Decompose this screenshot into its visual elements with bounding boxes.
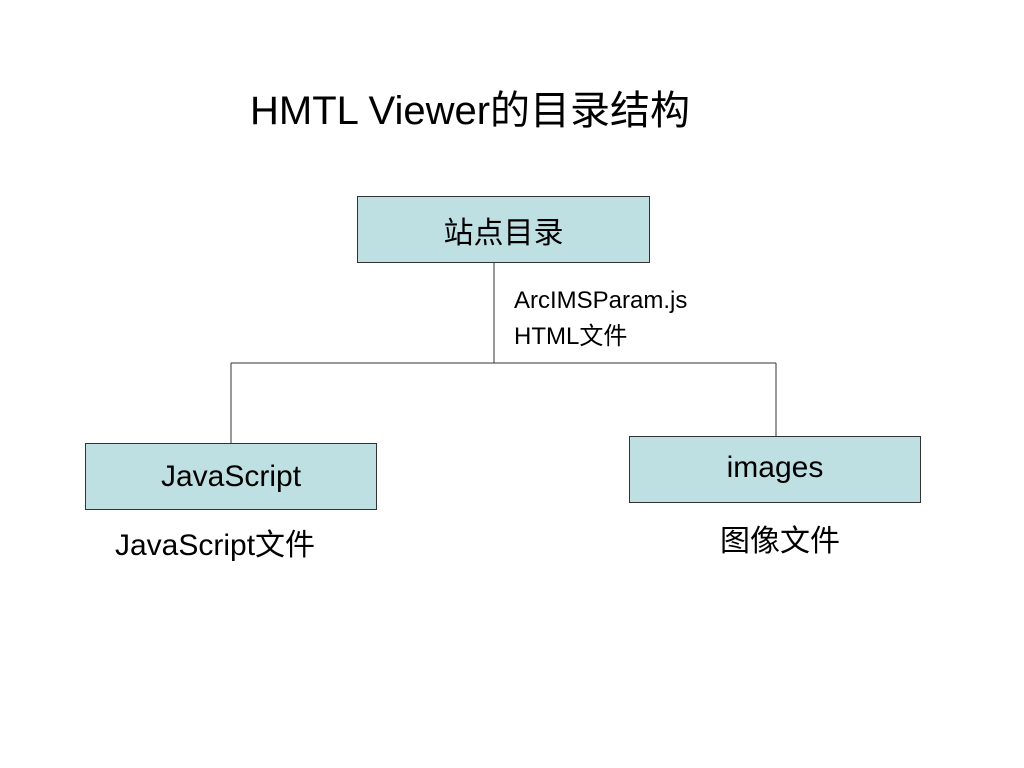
root-note: ArcIMSParam.js HTML文件 (514, 283, 687, 355)
root-node-box: 站点目录 (357, 196, 650, 263)
root-node-label: 站点目录 (443, 216, 564, 250)
images-node-label: images (726, 450, 824, 484)
slide-title: HMTL Viewer的目录结构 (250, 89, 691, 133)
images-node-box: images (629, 436, 921, 503)
root-note-line-2: HTML文件 (514, 323, 628, 350)
images-node-note: 图像文件 (720, 525, 840, 558)
javascript-node-note: JavaScript文件 (115, 529, 316, 562)
javascript-node-box: JavaScript (85, 443, 377, 510)
javascript-node-label: JavaScript (160, 459, 302, 493)
root-note-line-1: ArcIMSParam.js (514, 287, 688, 314)
